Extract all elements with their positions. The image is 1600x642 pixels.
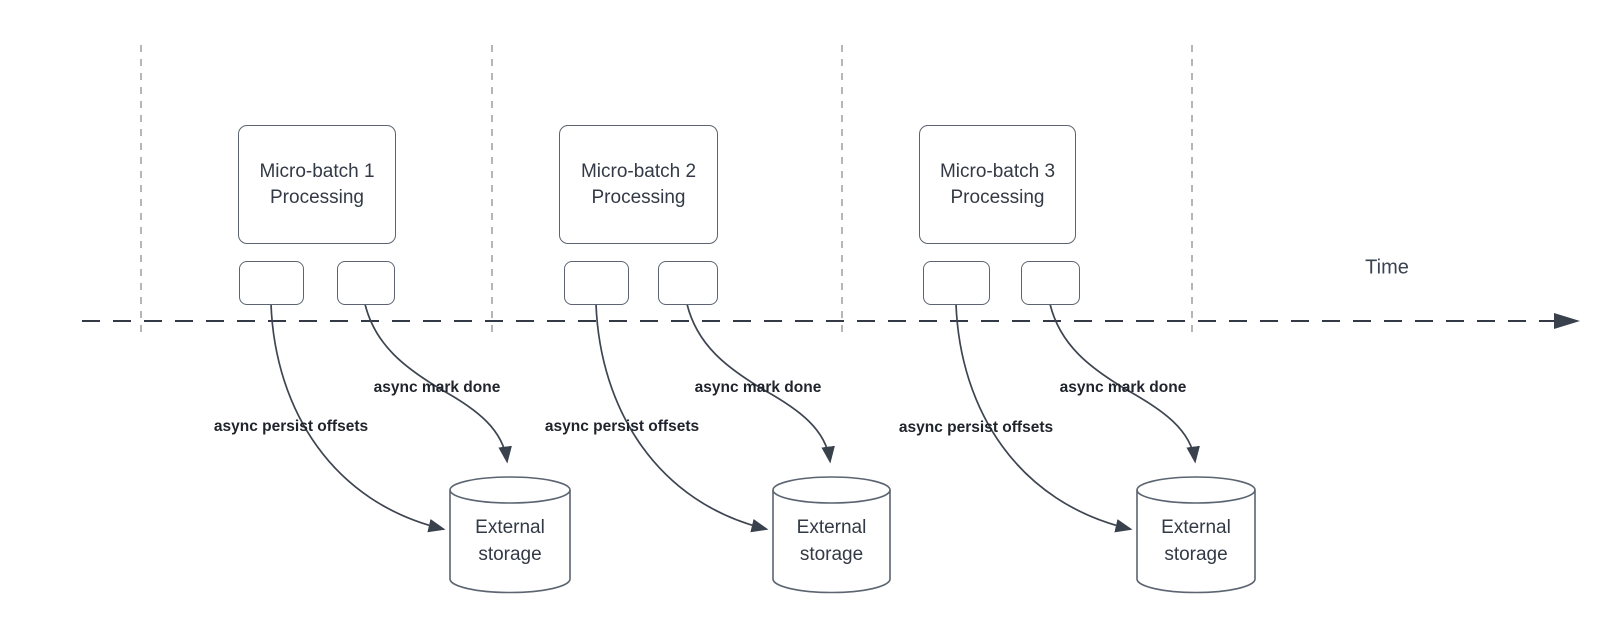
- time-axis-label: Time: [1365, 256, 1409, 279]
- external-storage-label: External storage: [772, 514, 891, 568]
- persist-offsets-task-box: [564, 261, 629, 305]
- external-storage-line1: External: [475, 517, 545, 538]
- micro-batch-3-box: Micro-batch 3 Processing: [919, 125, 1076, 244]
- mark-done-label: async mark done: [1059, 379, 1187, 396]
- micro-batch-1-subtitle: Processing: [270, 186, 364, 208]
- storage-cylinder: [1136, 476, 1256, 594]
- persist-offsets-label: async persist offsets: [544, 418, 700, 435]
- external-storage-line1: External: [796, 517, 867, 538]
- micro-batch-1-title: Micro-batch 1: [259, 160, 375, 182]
- persist-offsets-label: async persist offsets: [898, 419, 1054, 436]
- micro-batch-2-subtitle: Processing: [591, 186, 686, 208]
- persist-curve: [595, 303, 769, 533]
- mark-done-curve: [364, 303, 512, 464]
- external-storage-line1: External: [1161, 517, 1231, 538]
- storage-cylinder: [449, 476, 571, 594]
- mark-done-curve: [686, 303, 835, 464]
- micro-batch-2-title: Micro-batch 2: [580, 160, 697, 182]
- micro-batch-3-subtitle: Processing: [950, 186, 1045, 208]
- storage-cylinder: [772, 476, 891, 594]
- mark-done-curve: [1049, 303, 1200, 464]
- micro-batch-2-box: Micro-batch 2 Processing: [559, 125, 718, 244]
- mark-done-label: async mark done: [694, 379, 822, 396]
- persist-offsets-label: async persist offsets: [213, 418, 369, 435]
- external-storage-line2: storage: [799, 544, 864, 565]
- external-storage-label: External storage: [1136, 514, 1256, 568]
- persist-curve: [955, 303, 1133, 533]
- persist-curve: [270, 303, 446, 533]
- mark-done-task-box: [337, 261, 395, 305]
- persist-offsets-task-box: [239, 261, 304, 305]
- micro-batch-1-box: Micro-batch 1 Processing: [238, 125, 396, 244]
- external-storage-label: External storage: [450, 514, 570, 568]
- mark-done-task-box: [658, 261, 718, 305]
- timeline-arrowhead-icon: [1554, 313, 1580, 329]
- external-storage-line2: storage: [478, 544, 542, 565]
- micro-batch-3-title: Micro-batch 3: [939, 160, 1056, 182]
- external-storage-line2: storage: [1164, 544, 1228, 565]
- mark-done-label: async mark done: [373, 379, 501, 396]
- persist-offsets-task-box: [923, 261, 990, 305]
- mark-done-task-box: [1021, 261, 1080, 305]
